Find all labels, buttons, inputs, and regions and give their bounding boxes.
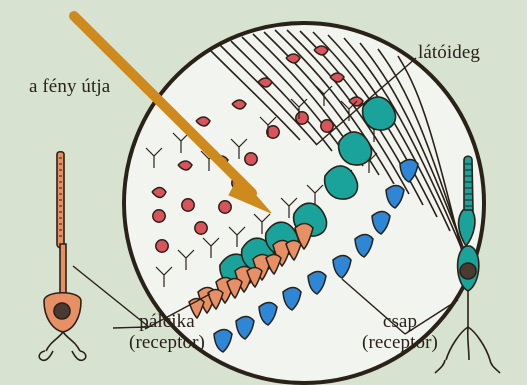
rod-label: pálcika (receptor) xyxy=(118,312,216,353)
cone-type: (receptor) xyxy=(352,333,448,354)
rod-type: (receptor) xyxy=(118,333,216,354)
cone-label: csap (receptor) xyxy=(352,312,448,353)
cone-name: csap xyxy=(352,312,448,333)
light-path-label: a fény útja xyxy=(29,77,110,98)
rod-name: pálcika xyxy=(118,312,216,333)
optic-nerve-label: látóideg xyxy=(418,43,480,64)
